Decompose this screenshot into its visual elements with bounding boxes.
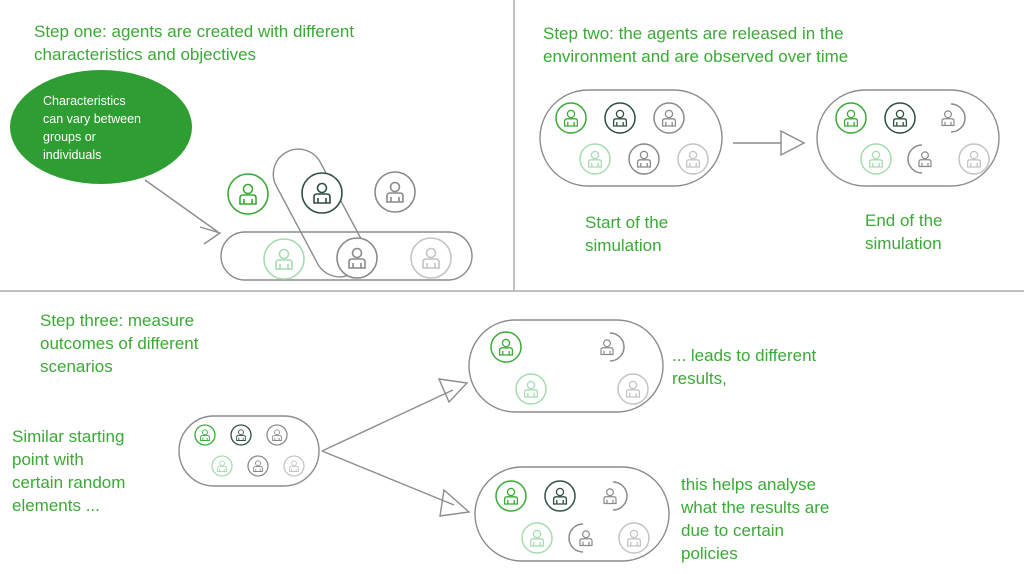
agent-icon <box>603 481 628 511</box>
agent-icon <box>579 143 611 175</box>
step-three-title: Step three: measure outcomes of differen… <box>40 311 199 376</box>
step-one-title: Step one: agents are created with differ… <box>34 22 355 64</box>
characteristics-bubble <box>10 70 192 184</box>
agent-icon <box>266 424 288 446</box>
end-simulation-outline <box>816 89 1000 187</box>
starting-point-label: Similar starting point with certain rand… <box>12 427 126 515</box>
agent-icon <box>515 373 547 405</box>
agent-icon <box>860 143 892 175</box>
agent-icon <box>884 102 916 134</box>
agent-icon <box>941 103 966 133</box>
agent-icon <box>521 522 553 554</box>
result-a-label: ... leads to different results, <box>672 346 817 388</box>
agent-icon <box>544 480 576 512</box>
starting-point-outline <box>178 415 320 487</box>
agent-icon <box>835 102 867 134</box>
characteristics-bubble-text: Characteristics can vary between groups … <box>43 94 141 162</box>
end-of-simulation-label: End of the simulation <box>865 211 943 253</box>
agent-icon <box>263 238 305 280</box>
agent-icon <box>374 171 416 213</box>
step-two-title: Step two: the agents are released in the… <box>543 24 849 66</box>
agent-icon <box>301 172 343 214</box>
agent-icon <box>247 455 269 477</box>
agent-icon <box>211 455 233 477</box>
agent-icon <box>490 331 522 363</box>
agent-icon <box>604 102 636 134</box>
agent-icon <box>283 455 305 477</box>
result-b-outline <box>474 466 670 562</box>
agent-icon <box>628 143 660 175</box>
agent-icon <box>907 144 932 174</box>
agent-icon <box>227 173 269 215</box>
agent-icon <box>410 237 452 279</box>
result-a-outline <box>468 319 664 413</box>
start-of-simulation-label: Start of the simulation <box>585 213 669 255</box>
result-b-label: this helps analyse what the results are … <box>681 475 830 563</box>
agent-icon <box>958 143 990 175</box>
agent-icon <box>194 424 216 446</box>
start-simulation-outline <box>539 89 723 187</box>
agent-icon <box>618 522 650 554</box>
agent-icon <box>617 373 649 405</box>
group-outline-horizontal <box>220 231 473 281</box>
agent-icon <box>568 523 593 553</box>
progress-arrow <box>733 129 806 157</box>
agent-icon <box>336 237 378 279</box>
bubble-pointer-arrow <box>144 179 222 245</box>
agent-icon <box>677 143 709 175</box>
branch-arrows <box>321 378 471 517</box>
agent-icon <box>653 102 685 134</box>
agent-icon <box>600 332 625 362</box>
agent-icon <box>495 480 527 512</box>
agent-icon <box>555 102 587 134</box>
agent-icon <box>230 424 252 446</box>
